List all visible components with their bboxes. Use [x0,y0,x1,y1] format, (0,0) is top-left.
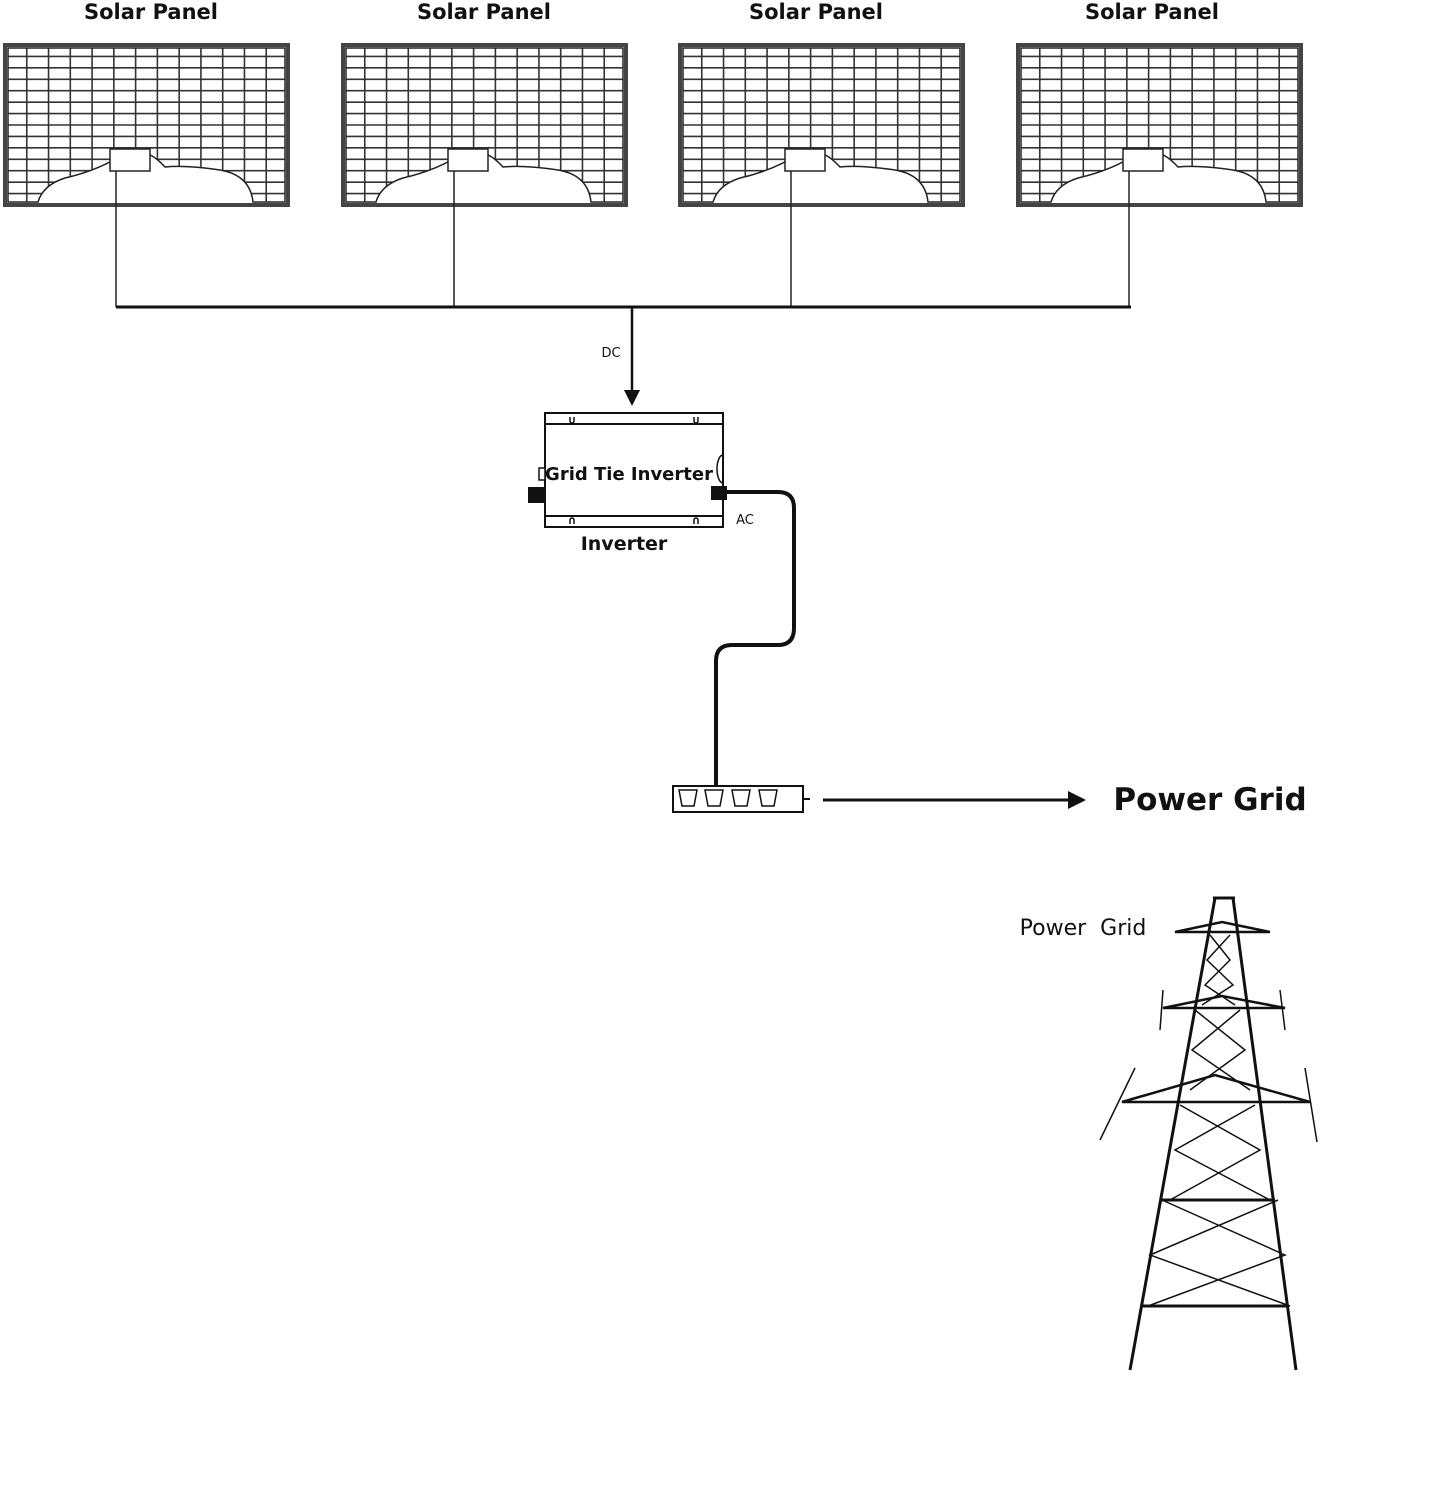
inverter-caption: Inverter [580,533,668,555]
dc-label: DC [601,346,621,361]
solar-panel-2 [341,43,628,307]
inverter-device [528,412,727,528]
power-strip [672,785,810,813]
solar-panel-3-label: Solar Panel [749,0,883,24]
solar-panel-2-label: Solar Panel [417,0,551,24]
ac-label: AC [736,513,754,528]
dc-arrow-head [624,390,640,406]
junction-box [109,148,151,172]
junction-box [1122,148,1164,172]
power-grid-heading: Power Grid [1113,782,1307,818]
solar-panel-1 [3,43,290,307]
solar-panels [3,43,1303,307]
solar-panel-3 [678,43,965,307]
transmission-tower-icon [1099,896,1318,1371]
grid-arrow-head [1068,791,1086,809]
inverter-device-text: Grid Tie Inverter [545,464,713,485]
tower-label: Power Grid [1019,916,1147,941]
junction-box [784,148,826,172]
solar-panel-1-label: Solar Panel [84,0,218,24]
solar-panel-4 [1016,43,1303,307]
solar-panel-4-label: Solar Panel [1085,0,1219,24]
ac-cable [714,490,796,788]
junction-box [447,148,489,172]
